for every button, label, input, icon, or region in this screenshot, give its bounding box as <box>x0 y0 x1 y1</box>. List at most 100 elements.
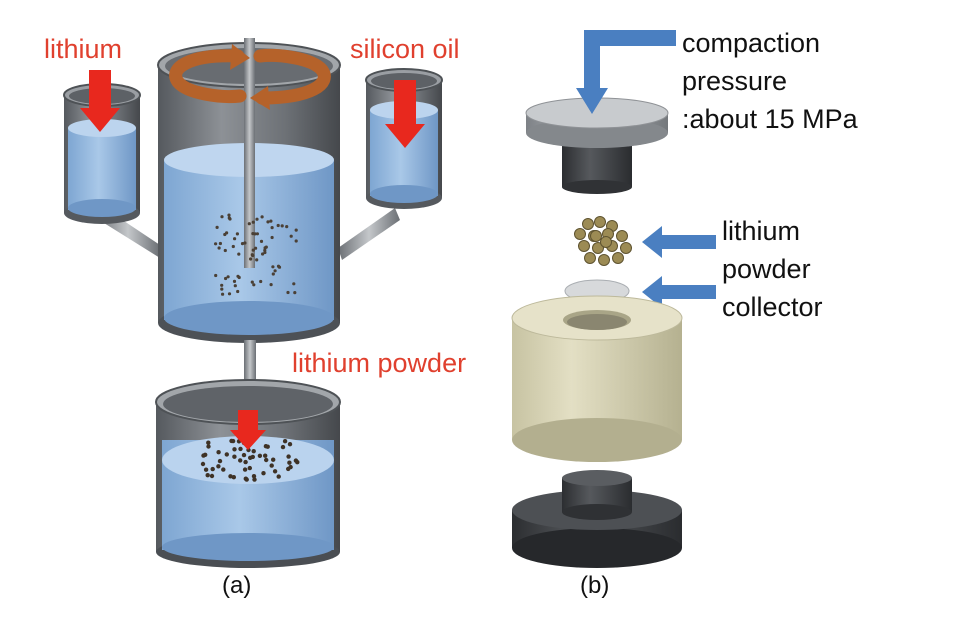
particle-dot <box>286 290 290 295</box>
particle-dot <box>259 279 263 284</box>
particle-dot <box>263 453 268 458</box>
particle-dot <box>286 454 291 459</box>
pipe-right <box>338 208 400 260</box>
particle-dot <box>200 461 206 467</box>
particle-dot <box>230 438 236 444</box>
particle-dot <box>247 465 252 471</box>
particle-dot <box>261 252 265 256</box>
particle-dot <box>242 467 248 472</box>
particle-dot <box>201 453 206 458</box>
compaction-label-line2: pressure <box>682 66 788 96</box>
particle-dot <box>225 231 229 235</box>
die-cylinder <box>511 295 683 462</box>
stirrer-rod <box>244 38 255 268</box>
particle-dot <box>293 291 297 295</box>
particle-dot <box>253 232 257 236</box>
particle-dot <box>250 253 254 257</box>
particle-dot <box>231 244 235 249</box>
top-punch <box>525 97 669 194</box>
particle-dot <box>269 283 273 287</box>
particle-dot <box>236 289 240 294</box>
particle-dot <box>270 235 274 240</box>
particle-dot <box>227 216 231 220</box>
particle-dot <box>227 213 231 217</box>
particle-dot <box>214 273 218 278</box>
particle-dot <box>251 220 255 224</box>
particle-dot <box>287 460 292 465</box>
lithium-particle <box>594 216 606 228</box>
particle-dot <box>270 226 274 230</box>
particle-dot <box>259 239 264 243</box>
particle-dot <box>210 466 215 472</box>
particle-dot <box>251 248 255 252</box>
particle-dot <box>232 447 237 452</box>
particle-dot <box>237 252 241 256</box>
lithium-input-arrow-icon <box>80 70 120 132</box>
particle-dot <box>243 241 247 245</box>
particle-dot <box>276 264 281 268</box>
silicon-oil-label: silicon oil <box>350 34 460 64</box>
reactor-particles <box>214 213 298 296</box>
particle-dot <box>226 275 230 279</box>
particle-dot <box>272 469 278 474</box>
particle-dot <box>293 458 299 463</box>
particle-dot <box>221 467 226 472</box>
particle-dot <box>254 246 258 250</box>
rotation-arrows <box>169 44 331 110</box>
compaction-arrow-icon <box>576 30 676 114</box>
particle-dot <box>221 292 225 296</box>
particle-dot <box>273 269 277 273</box>
particle-dot <box>287 442 293 447</box>
particle-dot <box>231 475 236 480</box>
particle-dot <box>264 245 268 249</box>
particle-dot <box>220 215 224 219</box>
particle-dot <box>248 455 253 460</box>
particle-dot <box>271 265 275 269</box>
compaction-label-line1: compaction <box>682 28 821 58</box>
rotation-arrowhead-icon <box>250 86 270 110</box>
collected-particles <box>200 438 300 482</box>
lithium-powder-label-line2: powder <box>722 254 811 284</box>
lithium-particle <box>592 242 604 254</box>
particle-dot <box>206 440 211 445</box>
rotation-arrowhead-icon <box>230 44 250 70</box>
particle-dot <box>249 257 253 261</box>
particle-dot <box>282 439 288 444</box>
particle-dot <box>220 287 224 291</box>
particle-dot <box>251 449 256 454</box>
particle-dot <box>236 274 240 278</box>
particle-dot <box>235 232 239 236</box>
lithium-particle <box>616 230 628 242</box>
lithium-powder-label-line1: lithium <box>722 216 801 246</box>
particle-dot <box>238 458 243 463</box>
particle-dot <box>240 242 245 246</box>
particle-dot <box>228 474 233 479</box>
lithium-particle <box>612 252 624 264</box>
particle-dot <box>232 454 237 459</box>
particle-dot <box>255 217 259 221</box>
particle-dot <box>232 279 237 283</box>
particle-dot <box>203 467 209 472</box>
particle-dot <box>233 237 237 241</box>
lithium-particle <box>584 252 596 264</box>
particle-dot <box>233 284 237 288</box>
particle-dot <box>252 283 256 287</box>
particle-dot <box>257 453 263 458</box>
particle-dot <box>243 459 248 465</box>
caption-b: (b) <box>580 572 610 599</box>
particle-dot <box>285 225 289 229</box>
caption-a: (a) <box>222 572 252 599</box>
lithium-particle <box>582 218 594 230</box>
particle-dot <box>238 446 243 452</box>
particle-dot <box>265 444 270 449</box>
particle-dot <box>269 463 274 468</box>
particle-dot <box>255 258 259 262</box>
particle-dot <box>294 239 298 243</box>
particle-dot <box>206 444 211 449</box>
lithium-particle <box>600 236 612 248</box>
particle-dot <box>227 292 232 296</box>
particle-dot <box>241 452 247 458</box>
particle-dot <box>217 246 221 250</box>
lithium-particle <box>598 254 610 266</box>
